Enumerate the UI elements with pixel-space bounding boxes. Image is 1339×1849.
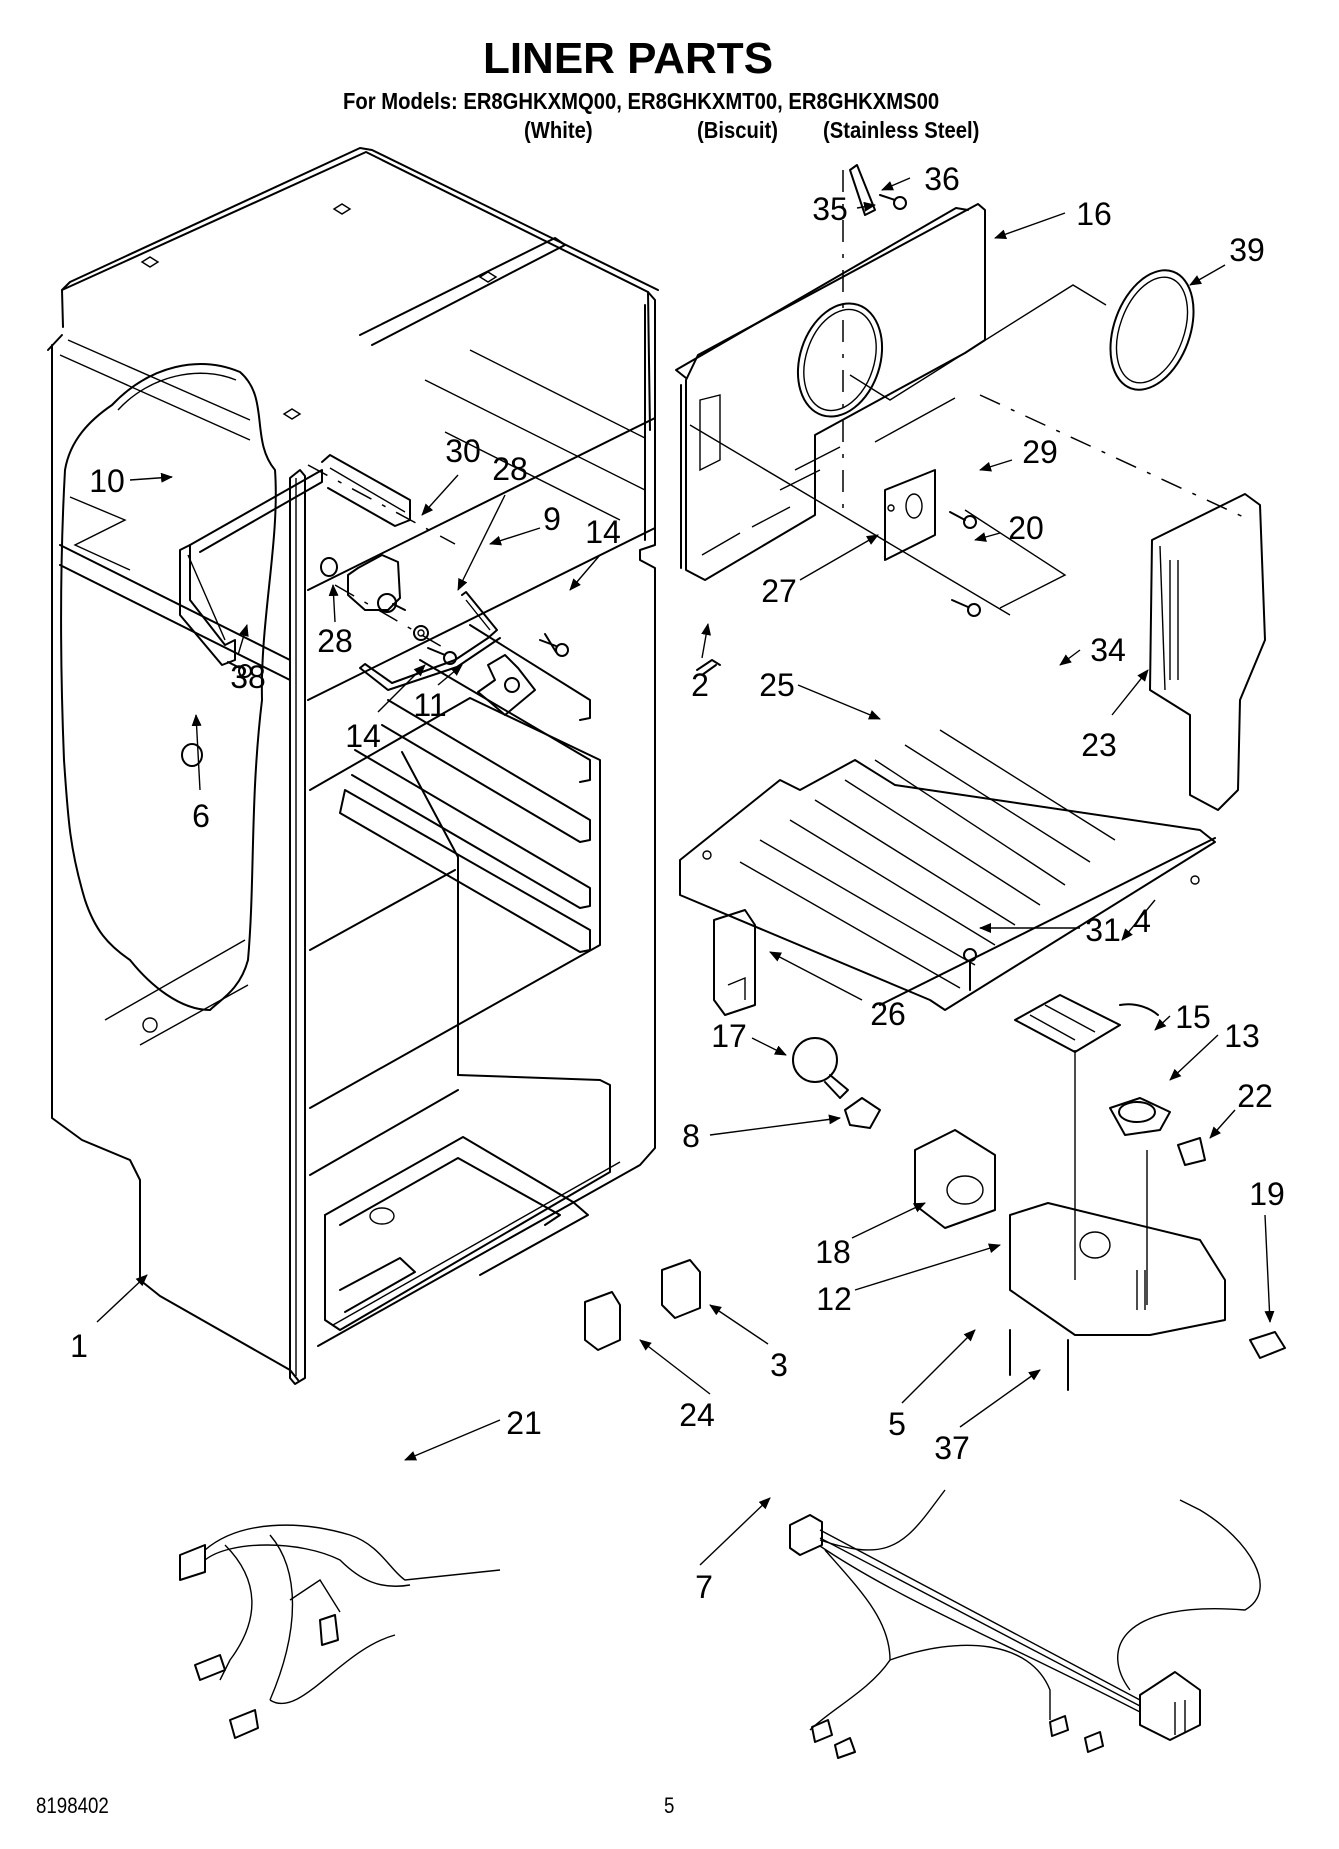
variant-stainless-steel: (Stainless Steel): [823, 117, 980, 143]
callout-39: 39: [1229, 232, 1265, 268]
callout-3: 3: [770, 1347, 788, 1383]
callout-30: 30: [445, 433, 481, 469]
callout-38: 38: [230, 659, 266, 695]
evaporator-cover: [675, 164, 1251, 676]
callout-10: 10: [89, 463, 125, 499]
callout-20: 20: [1008, 510, 1044, 546]
callout-36: 36: [924, 161, 960, 197]
callout-16: 16: [1076, 196, 1112, 232]
callout-18: 18: [815, 1234, 851, 1270]
callout-37: 37: [934, 1430, 970, 1466]
freezer-components: [179, 454, 569, 767]
shelf-rails: [339, 624, 591, 953]
callout-24: 24: [679, 1397, 715, 1433]
callout-31: 31: [1085, 912, 1121, 948]
callout-5: 5: [888, 1406, 906, 1442]
callout-12: 12: [816, 1281, 852, 1317]
page-title: LINER PARTS: [482, 34, 774, 83]
callout-6: 6: [192, 798, 210, 834]
callout-23: 23: [1081, 727, 1117, 763]
callout-19: 19: [1249, 1176, 1285, 1212]
callout-2: 2: [691, 667, 709, 703]
callout-26: 26: [870, 996, 906, 1032]
callout-4: 4: [1133, 903, 1151, 939]
callout-15: 15: [1175, 999, 1211, 1035]
callout-34: 34: [1090, 632, 1126, 668]
air-duct: [1149, 493, 1266, 811]
variant-biscuit: (Biscuit): [697, 117, 778, 143]
page-number: 5: [664, 1793, 675, 1818]
callout-27: 27: [761, 573, 797, 609]
callout-9: 9: [543, 501, 561, 537]
variant-white: (White): [524, 117, 593, 143]
callout-25: 25: [759, 667, 795, 703]
callout-17: 17: [711, 1018, 747, 1054]
callout-14-lower: 14: [345, 718, 381, 754]
callout-7: 7: [695, 1569, 713, 1605]
callout-13: 13: [1224, 1018, 1260, 1054]
wire-harness-7: [789, 1489, 1261, 1759]
callout-35: 35: [812, 191, 848, 227]
callout-14-upper: 14: [585, 514, 621, 550]
models-line: For Models: ER8GHKXMQ00, ER8GHKXMT00, ER…: [343, 88, 940, 114]
screw-14b: [427, 647, 457, 665]
callout-1: 1: [70, 1328, 88, 1364]
callout-labels: 36 35 16 39 30 28 10 9 14 29 20 27 2 28 …: [70, 161, 1285, 1605]
screw-38: [227, 661, 252, 678]
callout-21: 21: [506, 1405, 542, 1441]
screw-14a: [539, 633, 569, 657]
callout-22: 22: [1237, 1078, 1273, 1114]
freezer-floor-shelf: [679, 729, 1216, 1011]
callout-28-lower: 28: [317, 623, 353, 659]
document-number: 8198402: [36, 1793, 109, 1818]
control-components: [584, 909, 1286, 1391]
callout-28-upper: 28: [492, 451, 528, 487]
callout-29: 29: [1022, 434, 1058, 470]
wire-harness-21: [179, 1524, 501, 1739]
callout-8: 8: [682, 1118, 700, 1154]
liner-cabinet: [47, 147, 659, 1385]
leader-arrows: [96, 177, 1275, 1566]
callout-11: 11: [413, 687, 446, 723]
